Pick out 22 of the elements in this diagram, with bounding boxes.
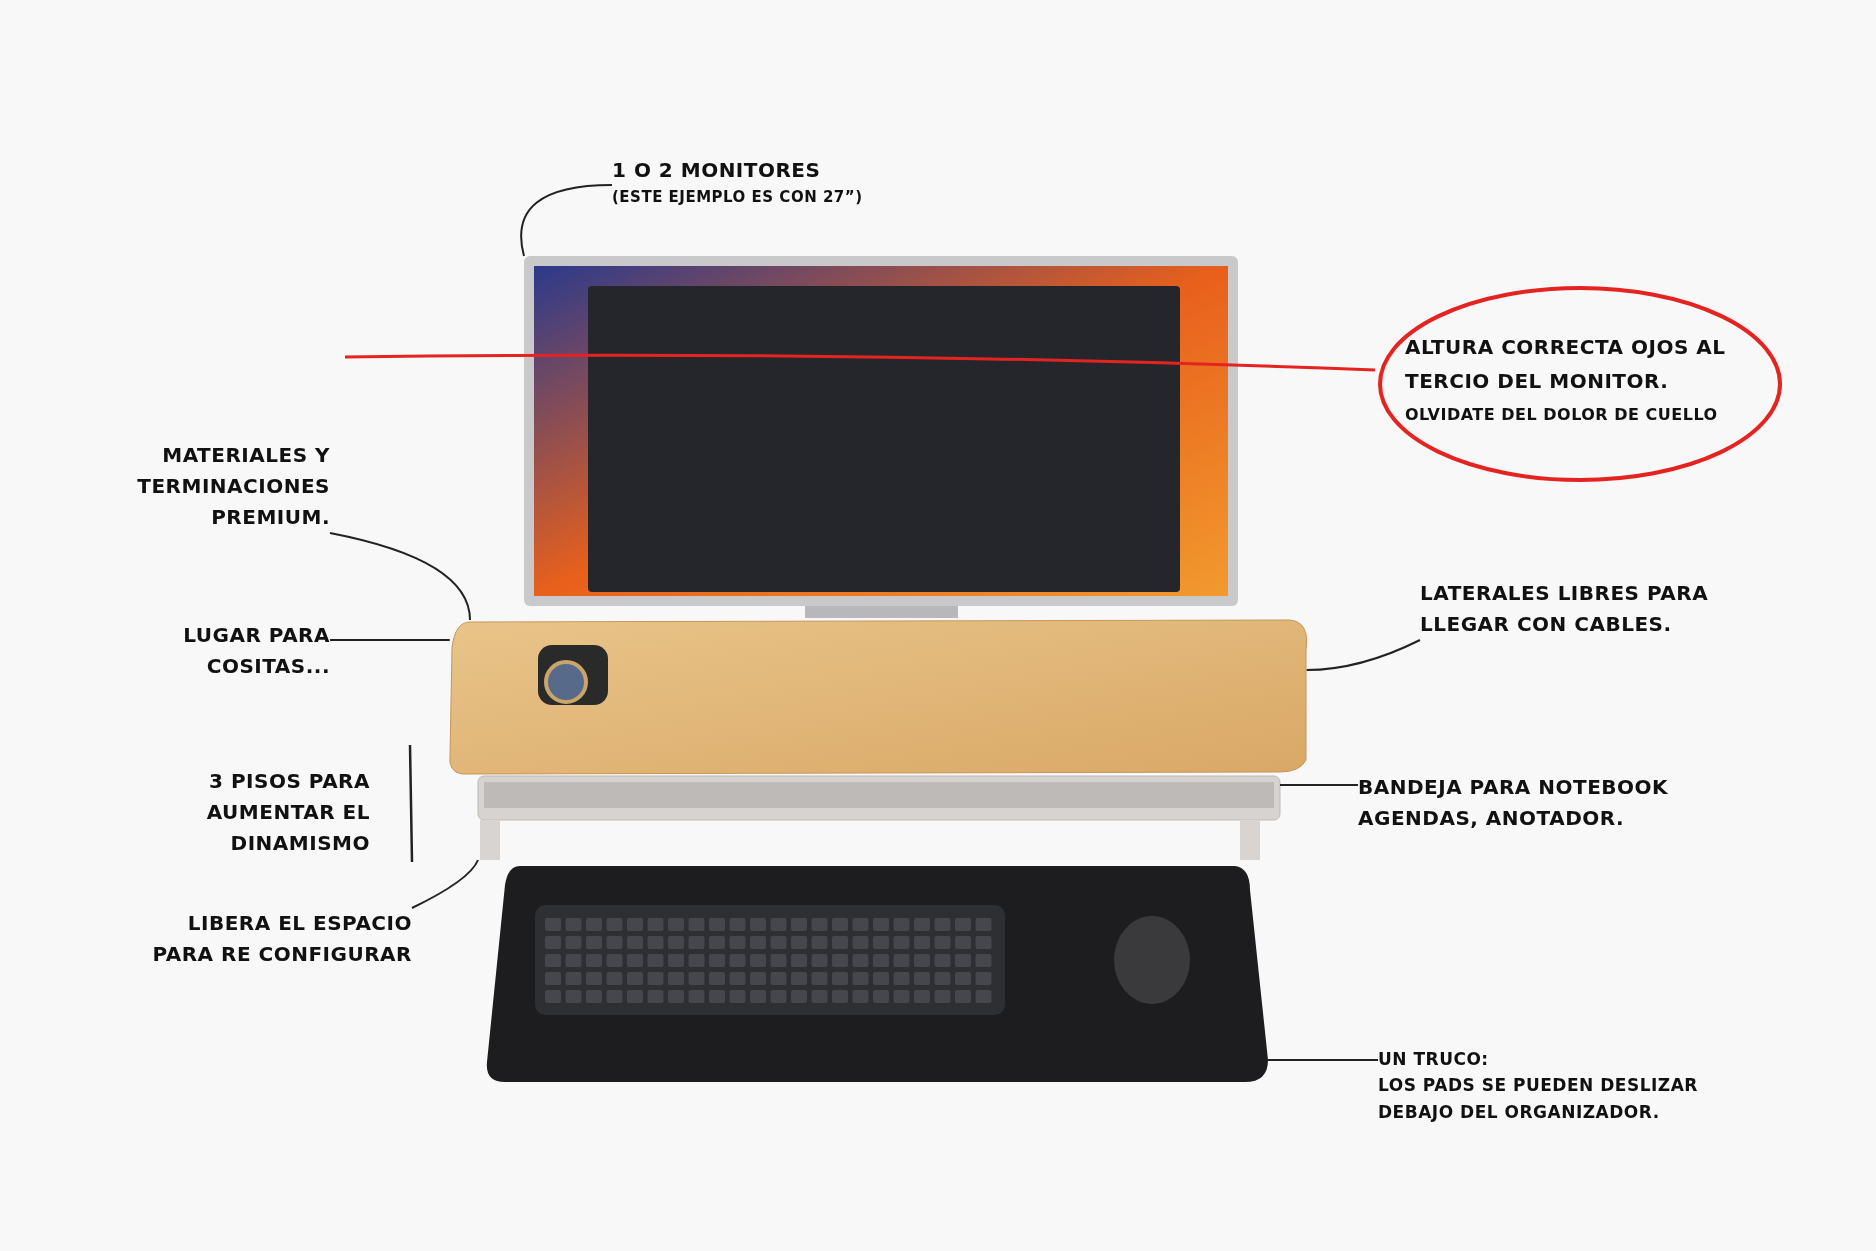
callout-text: MATERIALES Y TERMINACIONES PREMIUM. xyxy=(90,440,330,533)
note-text: 3 PISOS PARA AUMENTAR EL DINAMISMO xyxy=(205,768,370,857)
leader-line xyxy=(520,184,613,257)
shelf-drawing xyxy=(449,619,1308,775)
leader-line xyxy=(1305,639,1421,671)
callout-text: (ESTE EJEMPLO ES CON 27”) xyxy=(612,187,864,208)
callout-text: LUGAR PARA COSITAS... xyxy=(120,620,330,682)
leader-line xyxy=(1279,784,1359,786)
leader-line xyxy=(329,532,471,621)
callout-text: BANDEJA PARA NOTEBOOK AGENDAS, ANOTADOR. xyxy=(1358,772,1738,834)
leader-line xyxy=(411,859,479,909)
tray-drawing xyxy=(477,775,1281,860)
callout-text: LOS PADS SE PUEDEN DESLIZAR DEBAJO DEL ORGANIZADOR. xyxy=(1378,1074,1699,1124)
callout-text: ALTURA CORRECTA OJOS AL TERCIO DEL MONITOR. xyxy=(1405,334,1727,395)
callout-note: OLVIDATE DEL DOLOR DE CUELLO xyxy=(1405,404,1719,426)
callout-heading: 1 O 2 MONITORES xyxy=(612,157,822,184)
monitor-drawing xyxy=(524,256,1238,618)
callout-text: LIBERA EL ESPACIO PARA RE CONFIGURAR xyxy=(130,908,412,970)
leader-line xyxy=(1267,1059,1379,1061)
leader-line xyxy=(329,639,451,641)
callout-heading: UN TRUCO: xyxy=(1378,1048,1490,1071)
callout-text: LATERALES LIBRES PARA LLEGAR CON CABLES. xyxy=(1420,578,1780,640)
